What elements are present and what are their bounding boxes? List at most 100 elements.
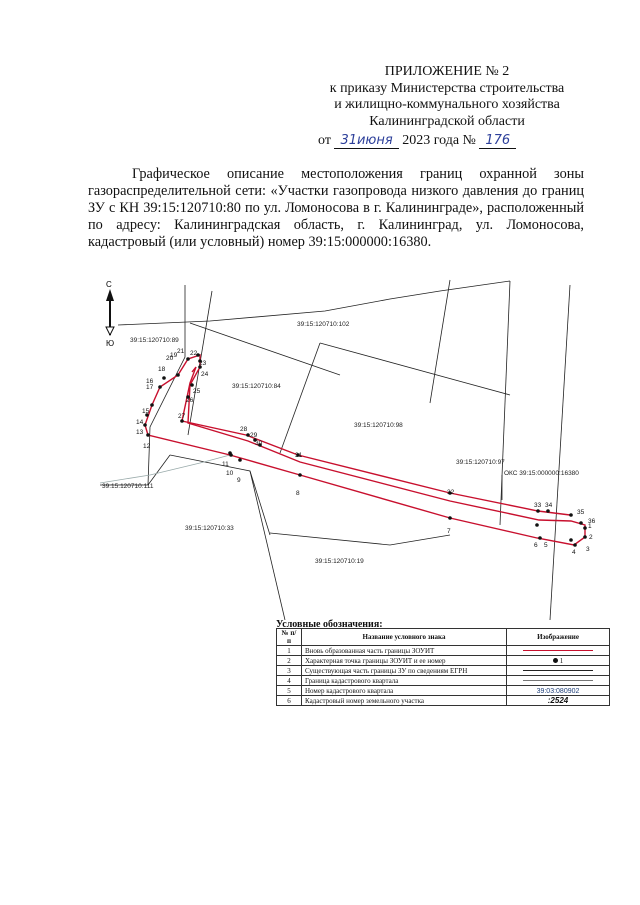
legend-table: № п/п Название условного знака Изображен… [276, 628, 610, 706]
legend-row: 4 Граница кадастрового квартала [276, 675, 610, 686]
appendix-line-1: к приказу Министерства строительства [329, 80, 565, 96]
legend-row-image: 39:03:080902 [506, 685, 610, 696]
boundary-points [143, 353, 587, 547]
legend-row: 3 Существующая часть границы ЗУ по сведе… [276, 665, 610, 676]
point-9: 9 [237, 477, 241, 484]
legend-row: 1 Вновь образованная часть границы ЗОУИТ [276, 645, 610, 656]
legend-row-name: Граница кадастрового квартала [301, 675, 507, 686]
point-13: 13 [136, 429, 144, 436]
appendix-line-2: и жилищно-коммунального хозяйства [334, 97, 560, 112]
compass-south: Ю [106, 339, 114, 348]
legend-row-image [506, 645, 610, 656]
legend-row-num: 5 [276, 685, 302, 696]
appendix-line-3: Калининградской области [369, 113, 525, 129]
point-24: 24 [201, 371, 209, 378]
parcel-label: 39:15:120710:84 [232, 383, 281, 390]
point-3: 3 [586, 546, 590, 553]
handwritten-date: 31июня [334, 133, 399, 149]
point-28: 28 [240, 426, 248, 433]
point-1: 1 [588, 523, 592, 530]
legend-row-name: Вновь образованная часть границы ЗОУИТ [301, 645, 507, 656]
point-17: 17 [146, 384, 154, 391]
point-8: 8 [296, 490, 300, 497]
oks-label: ОКС 39:15:000000:16380 [504, 470, 579, 477]
parcel-label: 39:15:120710:111 [102, 483, 154, 490]
legend-row-name: Кадастровый номер земельного участка [301, 695, 507, 706]
legend-row-num: 3 [276, 665, 302, 676]
parcel-label: 39:15:120710:89 [130, 337, 179, 344]
appendix-title: ПРИЛОЖЕНИЕ № 2 [384, 64, 510, 79]
date-prefix: от [318, 133, 331, 148]
description-paragraph: Графическое описание местоположения гран… [88, 166, 584, 250]
point-sample-number: 1 [559, 656, 564, 665]
black-line-sample [523, 670, 593, 672]
point-20: 20 [166, 355, 174, 362]
point-18: 18 [158, 366, 166, 373]
point-16: 16 [146, 378, 154, 385]
legend-row-image [506, 665, 610, 676]
point-34: 34 [545, 502, 553, 509]
point-33: 33 [534, 502, 542, 509]
point-22: 22 [190, 350, 198, 357]
point-32: 32 [447, 489, 455, 496]
parcel-label: 39:15:120710:97 [456, 459, 505, 466]
point-7: 7 [447, 528, 451, 535]
legend-row-image [506, 675, 610, 686]
parcel-boundaries [100, 279, 571, 620]
point-26: 26 [186, 397, 194, 404]
point-21: 21 [177, 348, 185, 355]
point-dot-icon [552, 658, 558, 664]
point-6: 6 [534, 542, 538, 549]
compass-north: С [106, 280, 112, 289]
legend-col-num: № п/п [276, 628, 302, 646]
legend-row-name: Номер кадастрового квартала [301, 685, 507, 696]
legend-title: Условные обозначения: [276, 619, 383, 630]
point-23: 23 [199, 360, 207, 367]
legend-col-name: Название условного знака [301, 628, 507, 646]
parcel-label: 39:15:120710:102 [297, 321, 350, 328]
point-12: 12 [143, 443, 151, 450]
legend-row-name: Характерная точка границы ЗОУИТ и ее ном… [301, 655, 507, 666]
point-2: 2 [589, 534, 593, 541]
point-5: 5 [544, 542, 548, 549]
point-labels: 1 2 3 4 5 6 7 8 9 10 11 12 13 14 15 16 1… [136, 348, 596, 556]
parcel-labels: 39:15:120710:89 39:15:120710:102 39:15:1… [102, 321, 505, 565]
point-25: 25 [193, 388, 201, 395]
legend-row-num: 2 [276, 655, 302, 666]
legend-row-num: 4 [276, 675, 302, 686]
parcel-label: 39:15:120710:33 [185, 525, 234, 532]
legend-row-name: Существующая часть границы ЗУ по сведени… [301, 665, 507, 676]
order-date-line: от 31июня 2023 года № 176 [318, 133, 588, 149]
red-line-sample [523, 650, 593, 652]
compass-icon: С Ю [105, 280, 115, 348]
legend-row: 5 Номер кадастрового квартала 39:03:0809… [276, 685, 610, 696]
legend-row-image: 1 [506, 655, 610, 666]
parcel-label: 39:15:120710:98 [354, 422, 403, 429]
legend-row-num: 6 [276, 695, 302, 706]
grey-line-sample [523, 680, 593, 682]
point-10: 10 [226, 470, 234, 477]
point-11: 11 [222, 461, 229, 468]
point-35: 35 [577, 509, 585, 516]
point-31: 31 [295, 452, 303, 459]
zone-boundary [144, 354, 586, 546]
legend-col-image: Изображение [506, 628, 610, 646]
point-14: 14 [136, 419, 144, 426]
quarter-number-sample: 39:03:080902 [536, 687, 580, 695]
point-15: 15 [142, 408, 150, 415]
point-29: 29 [250, 432, 258, 439]
appendix-header: ПРИЛОЖЕНИЕ № 2 к приказу Министерства ст… [312, 64, 582, 130]
cadastral-plan: С Ю 1 2 [99, 279, 596, 620]
point-4: 4 [572, 549, 576, 556]
legend-row-image: :2524 [506, 695, 610, 706]
legend-row: 6 Кадастровый номер земельного участка :… [276, 695, 610, 706]
point-36: 36 [588, 518, 596, 525]
point-30: 30 [255, 440, 263, 447]
legend-row-num: 1 [276, 645, 302, 656]
point-19: 19 [170, 352, 178, 359]
parcel-label: 39:15:120710:19 [315, 558, 364, 565]
legend-row: 2 Характерная точка границы ЗОУИТ и ее н… [276, 655, 610, 666]
point-27: 27 [178, 413, 186, 420]
date-suffix: 2023 года № [402, 133, 476, 148]
handwritten-number: 176 [479, 133, 517, 149]
